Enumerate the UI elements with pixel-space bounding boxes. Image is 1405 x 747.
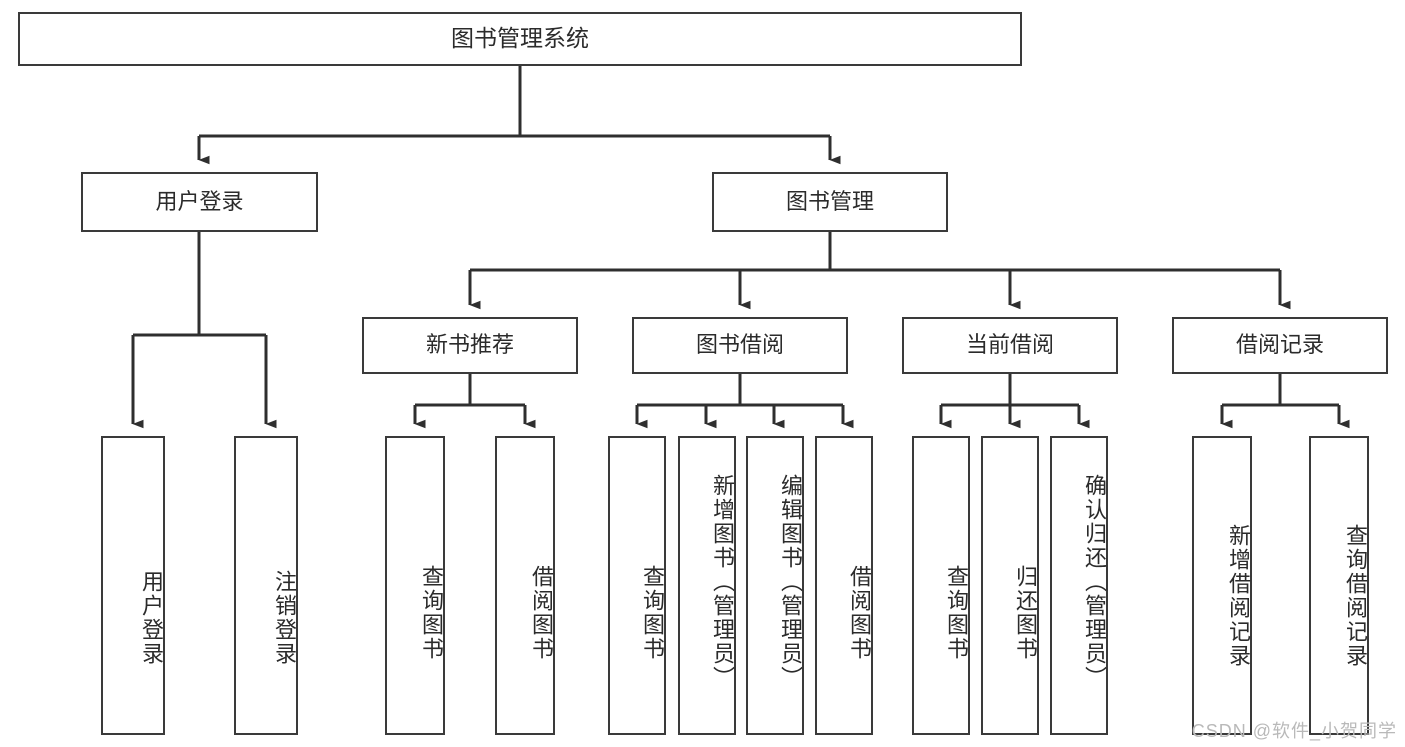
node-user-login[interactable]: 用户登录 xyxy=(81,172,318,232)
node-leaf-return-book-label: 归还图书 xyxy=(1013,564,1038,661)
node-leaf-logout[interactable]: 注销登录 xyxy=(234,436,298,735)
node-leaf-borrow-book-new-label: 借阅图书 xyxy=(529,564,554,661)
node-leaf-confirm-return[interactable]: 确认归还（管理员） xyxy=(1050,436,1108,735)
node-leaf-borrow-book[interactable]: 借阅图书 xyxy=(815,436,873,735)
node-leaf-user-login[interactable]: 用户登录 xyxy=(101,436,165,735)
node-leaf-confirm-return-label: 确认归还（管理员） xyxy=(1082,473,1107,690)
node-book-manage-label: 图书管理 xyxy=(785,188,874,214)
node-leaf-add-borrow-record[interactable]: 新增借阅记录 xyxy=(1192,436,1252,735)
node-leaf-query-book[interactable]: 查询图书 xyxy=(608,436,666,735)
node-leaf-query-book-new-label: 查询图书 xyxy=(419,564,444,661)
node-borrow-record-label: 借阅记录 xyxy=(1235,332,1324,358)
node-new-book[interactable]: 新书推荐 xyxy=(362,317,578,374)
node-user-login-label: 用户登录 xyxy=(155,188,244,214)
node-borrow-record[interactable]: 借阅记录 xyxy=(1172,317,1388,374)
node-current-borrow-label: 当前借阅 xyxy=(965,332,1054,358)
node-leaf-query-book-label: 查询图书 xyxy=(640,564,665,661)
node-leaf-edit-book[interactable]: 编辑图书（管理员） xyxy=(746,436,804,735)
node-leaf-logout-label: 注销登录 xyxy=(272,569,297,666)
node-root[interactable]: 图书管理系统 xyxy=(18,12,1022,66)
node-leaf-edit-book-label: 编辑图书（管理员） xyxy=(778,473,803,690)
node-leaf-return-book[interactable]: 归还图书 xyxy=(981,436,1039,735)
node-current-borrow[interactable]: 当前借阅 xyxy=(902,317,1118,374)
node-leaf-query-book-current[interactable]: 查询图书 xyxy=(912,436,970,735)
node-leaf-query-book-new[interactable]: 查询图书 xyxy=(385,436,445,735)
node-leaf-query-borrow-record[interactable]: 查询借阅记录 xyxy=(1309,436,1369,735)
node-book-manage[interactable]: 图书管理 xyxy=(712,172,948,232)
node-book-borrow[interactable]: 图书借阅 xyxy=(632,317,848,374)
node-leaf-query-book-current-label: 查询图书 xyxy=(944,564,969,661)
node-leaf-add-book-label: 新增图书（管理员） xyxy=(710,473,735,690)
node-book-borrow-label: 图书借阅 xyxy=(695,332,784,358)
node-leaf-query-borrow-record-label: 查询借阅记录 xyxy=(1343,523,1368,668)
node-leaf-add-borrow-record-label: 新增借阅记录 xyxy=(1226,523,1251,668)
node-leaf-borrow-book-label: 借阅图书 xyxy=(847,564,872,661)
node-root-label: 图书管理系统 xyxy=(451,25,589,52)
node-leaf-borrow-book-new[interactable]: 借阅图书 xyxy=(495,436,555,735)
node-new-book-label: 新书推荐 xyxy=(425,332,514,358)
node-leaf-user-login-label: 用户登录 xyxy=(139,569,164,666)
node-leaf-add-book[interactable]: 新增图书（管理员） xyxy=(678,436,736,735)
